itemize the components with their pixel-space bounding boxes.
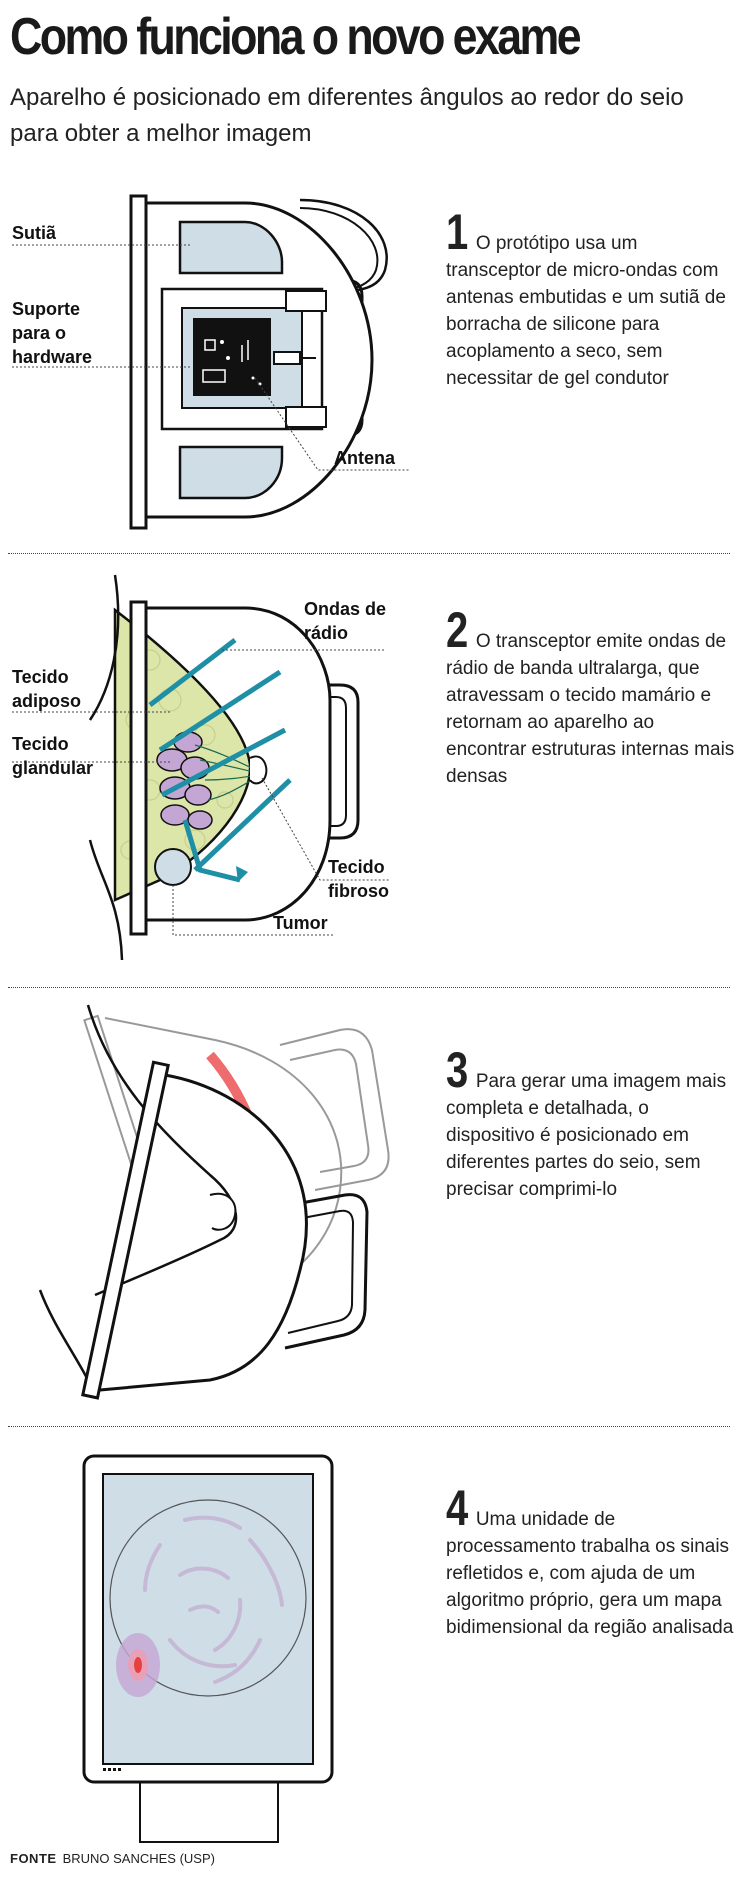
bra-cup-bottom bbox=[178, 445, 284, 500]
radio-waves bbox=[148, 638, 292, 883]
label-antena: Antena bbox=[334, 448, 396, 468]
hotspot bbox=[134, 1657, 142, 1673]
label-tumor: Tumor bbox=[273, 913, 328, 933]
scan-map bbox=[109, 1499, 307, 1697]
panel-2-illustration bbox=[12, 574, 390, 961]
panel-4-illustration bbox=[82, 1454, 334, 1843]
body-outline bbox=[88, 574, 124, 961]
step-number: 2 bbox=[446, 602, 468, 658]
panel-1-illustration bbox=[12, 194, 410, 530]
label-adiposo: Tecido adiposo bbox=[12, 667, 82, 711]
front-plate bbox=[129, 600, 148, 936]
step-text: Uma unidade de processamento trabalha os… bbox=[446, 1509, 734, 1638]
step-number: 1 bbox=[446, 204, 468, 260]
step-number: 4 bbox=[446, 1480, 468, 1536]
label-ondas: Ondas de rádio bbox=[304, 599, 387, 643]
panel-3-illustration bbox=[38, 1004, 390, 1400]
step-number: 3 bbox=[446, 1042, 468, 1098]
label-fibroso: Tecido fibroso bbox=[328, 857, 389, 901]
bra-cup-top bbox=[178, 220, 284, 275]
separator bbox=[8, 987, 730, 988]
source-credit: FONTE BRUNO SANCHES (USP) bbox=[10, 1851, 215, 1866]
source-label: FONTE bbox=[10, 1851, 57, 1866]
page-title: Como funciona o novo exame bbox=[10, 8, 582, 66]
label-suporte: Suporte para o hardware bbox=[12, 299, 93, 367]
label-sutia: Sutiã bbox=[12, 223, 57, 243]
separator bbox=[8, 1426, 730, 1427]
front-plate bbox=[129, 194, 148, 530]
front-plate bbox=[81, 1060, 170, 1400]
monitor-screen bbox=[102, 1473, 314, 1765]
step-text: O transceptor emite ondas de rádio de ba… bbox=[446, 631, 735, 787]
tumor bbox=[154, 848, 192, 886]
device-body bbox=[99, 1073, 308, 1392]
glandular-tissue bbox=[156, 731, 213, 830]
monitor-stand bbox=[139, 1779, 279, 1843]
page-subtitle: Aparelho é posicionado em diferentes âng… bbox=[10, 84, 684, 147]
source-value: BRUNO SANCHES (USP) bbox=[62, 1851, 215, 1866]
step-text: Para gerar uma imagem mais completa e de… bbox=[446, 1071, 727, 1200]
label-glandular: Tecido glandular bbox=[12, 734, 94, 778]
separator bbox=[8, 553, 730, 554]
step-text: O protótipo usa um transceptor de micro-… bbox=[446, 233, 726, 389]
